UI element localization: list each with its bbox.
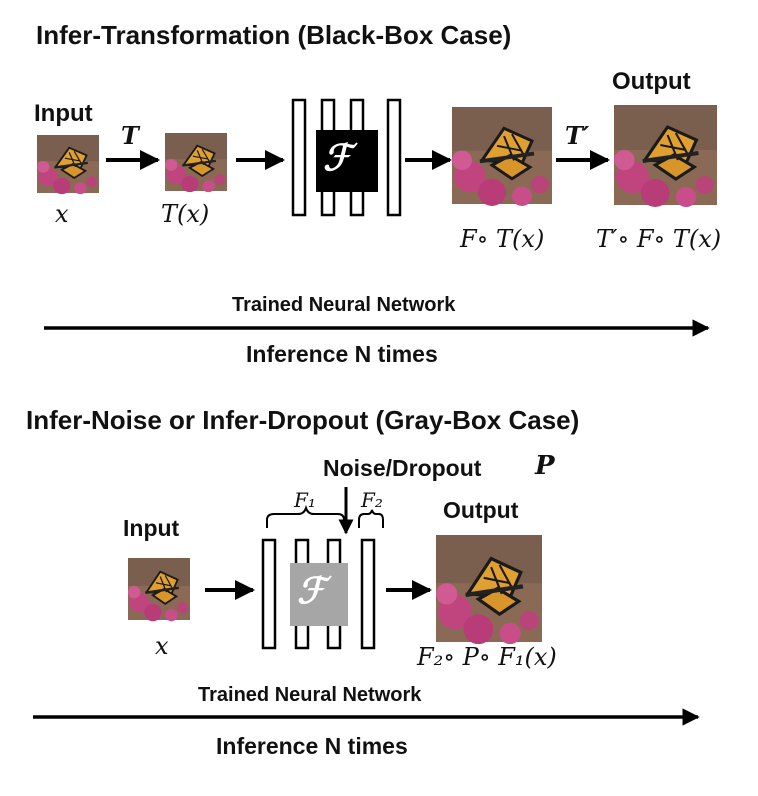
f-output-image [450,105,554,208]
bottom-inference-label: Inference N times [216,733,408,759]
bottom-input-label: Input [123,515,180,541]
top-input-label: Input [34,100,93,127]
f2-label: F₂ [361,488,383,512]
output-image-top [614,105,717,207]
network-black-box [291,98,402,217]
top-output-label: Output [612,68,691,95]
input-image-bottom [126,556,192,623]
bottom-trained-label: Trained Neural Network [198,684,422,706]
bottom-output-label: Output [443,497,519,523]
transformed-image-top [163,131,229,194]
input-image-top [35,133,101,196]
bottom-formula-label: F₂∘ P∘ F₁(x) [417,643,557,671]
gray-box-symbol: ℱ [297,570,326,612]
p-label: P [535,451,555,481]
f-tx-label: F∘ T(x) [460,225,545,253]
t-prime-label: T′ [565,121,590,150]
tx-label: T(x) [161,200,210,228]
output-image-bottom [436,535,542,644]
top-title: Infer-Transformation (Black-Box Case) [36,20,512,50]
bottom-title: Infer-Noise or Infer-Dropout (Gray-Box C… [26,405,580,435]
tp-f-tx-label: T′∘ F∘ T(x) [596,225,722,253]
x-label-bottom: x [155,632,169,660]
network-gray-box [261,538,376,650]
f1-label: F₁ [294,488,316,512]
t-label: T [121,121,139,150]
brace-f2 [358,509,384,528]
noise-label: Noise/Dropout [323,455,482,481]
brace-f1 [266,504,345,528]
black-box-symbol: ℱ [323,137,352,179]
top-inference-label: Inference N times [246,341,438,367]
top-trained-label: Trained Neural Network [232,294,456,316]
x-label-top: x [55,200,69,228]
